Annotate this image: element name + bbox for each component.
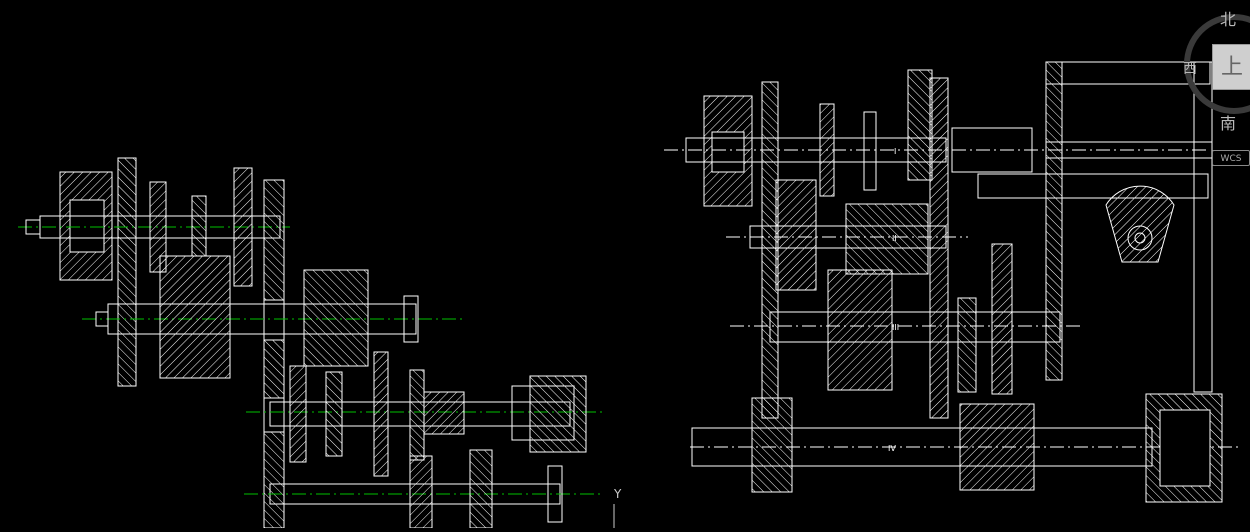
left-gearbox-drawing [18, 157, 604, 528]
viewcube-compass-ring[interactable] [1184, 14, 1250, 114]
shaft-iv-left [244, 449, 600, 528]
shaft-iii-left [246, 351, 604, 477]
ucs-y-label: Y [613, 487, 622, 501]
shaft-i-left [18, 167, 290, 287]
viewcube-top-face[interactable]: 上 [1212, 44, 1250, 90]
ucs-icon: Y [600, 484, 640, 528]
lever-bracket-right [977, 61, 1213, 393]
right-gearbox-drawing: I II III [664, 61, 1240, 503]
housing-left [263, 179, 285, 528]
shaft-label-iii: III [892, 323, 899, 332]
pulley-left [59, 157, 137, 387]
shaft-iii-right: III [730, 243, 1084, 395]
shaft-ii-right: II [726, 179, 968, 291]
shaft-ii-left [82, 255, 466, 379]
shaft-label-ii: II [892, 234, 897, 243]
compass-west-label[interactable]: 西 [1183, 61, 1197, 77]
compass-north-label[interactable]: 北 [1220, 10, 1237, 29]
shaft-label-i: I [894, 147, 896, 156]
spindle-right: IV [690, 393, 1240, 503]
pulley-right [703, 81, 779, 419]
wcs-menu-button[interactable]: WCS [1212, 150, 1250, 166]
viewcube[interactable]: 北 西 上 南 WCS [1180, 0, 1250, 170]
shaft-label-iv: IV [888, 444, 896, 453]
compass-south-label[interactable]: 南 [1220, 114, 1237, 133]
